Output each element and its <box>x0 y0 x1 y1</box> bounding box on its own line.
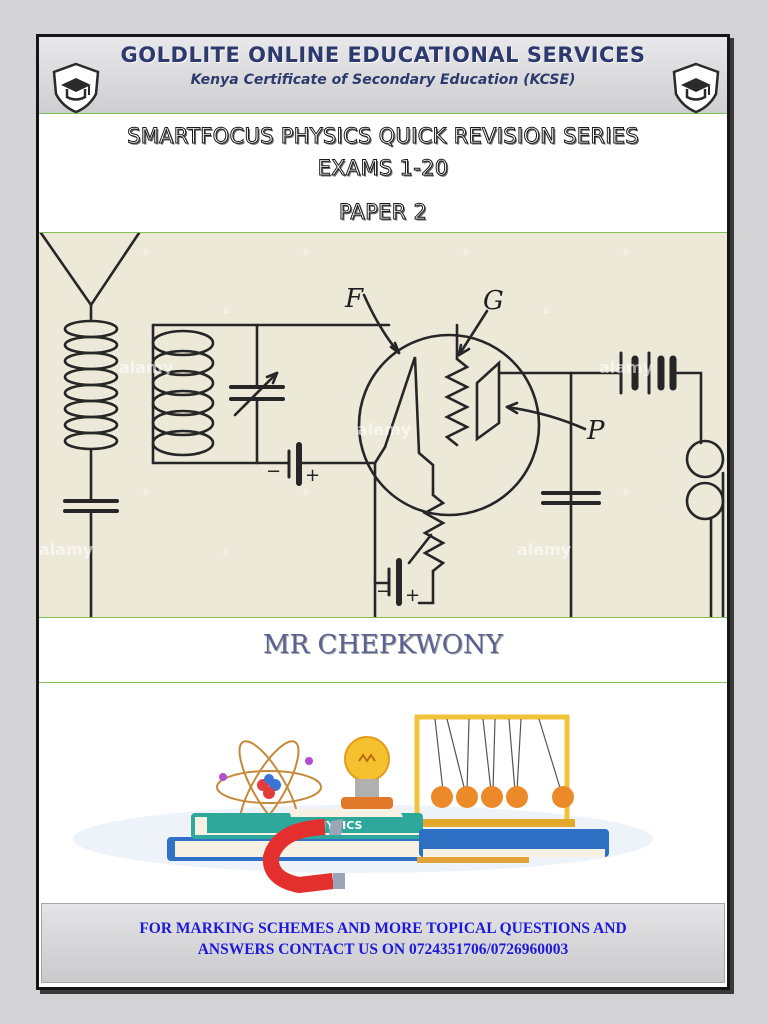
header-banner: GOLDLITE ONLINE EDUCATIONAL SERVICES Ken… <box>39 37 727 114</box>
watermark: alamy <box>39 540 94 559</box>
watermark-mark: a <box>223 305 229 316</box>
watermark-mark: a <box>623 247 629 258</box>
radio-circuit-diagram: − + − + F G P alamy alamy alamy alamy al… <box>39 233 727 618</box>
filament-battery-minus-label: − <box>376 581 391 602</box>
contact-text: FOR MARKING SCHEMES AND MORE TOPICAL QUE… <box>62 918 704 960</box>
paper-number: PAPER 2 <box>338 200 428 225</box>
watermark: alamy <box>517 540 572 559</box>
watermark-mark: a <box>303 247 309 258</box>
watermark: alamy <box>357 420 412 439</box>
watermark: alamy <box>599 358 654 377</box>
watermark: alamy <box>119 358 174 377</box>
graduation-cap-shield-icon <box>672 62 720 114</box>
author-name: MR CHEPKWONY <box>263 630 503 660</box>
watermark-mark: a <box>143 247 149 258</box>
newtons-cradle-icon <box>411 714 575 827</box>
exam-range: EXAMS 1-20 <box>317 156 449 181</box>
contact-footer: FOR MARKING SCHEMES AND MORE TOPICAL QUE… <box>41 903 725 983</box>
watermark-mark: a <box>463 247 469 258</box>
battery-minus-label: − <box>266 461 281 482</box>
contact-line-2: ANSWERS CONTACT US ON 0724351706/0726960… <box>197 941 569 958</box>
watermark-mark: a <box>223 547 229 558</box>
battery-plus-label: + <box>305 465 320 486</box>
horseshoe-magnet-icon <box>262 819 345 894</box>
grid-label: G <box>483 286 504 316</box>
light-bulb-icon <box>341 736 393 815</box>
watermark-mark: a <box>143 487 149 498</box>
watermark-mark: a <box>623 487 629 498</box>
contact-line-1: FOR MARKING SCHEMES AND MORE TOPICAL QUE… <box>139 920 627 937</box>
books-icon <box>167 809 609 863</box>
watermark-mark: a <box>303 487 309 498</box>
title-box: SMARTFOCUS PHYSICS QUICK REVISION SERIES… <box>39 114 727 233</box>
series-title: SMARTFOCUS PHYSICS QUICK REVISION SERIES <box>127 124 640 149</box>
plate-label: P <box>586 416 605 446</box>
filament-battery-plus-label: + <box>405 585 420 606</box>
graduation-cap-shield-icon <box>52 62 100 114</box>
cover-page: GOLDLITE ONLINE EDUCATIONAL SERVICES Ken… <box>36 34 730 990</box>
author-box: MR CHEPKWONY <box>39 618 727 683</box>
filament-label: F <box>344 284 364 314</box>
watermark-mark: a <box>543 305 549 316</box>
exam-subtitle: Kenya Certificate of Secondary Education… <box>190 72 576 88</box>
physics-illustration: PHYSICS <box>73 714 653 894</box>
organization-name: GOLDLITE ONLINE EDUCATIONAL SERVICES <box>120 43 646 67</box>
